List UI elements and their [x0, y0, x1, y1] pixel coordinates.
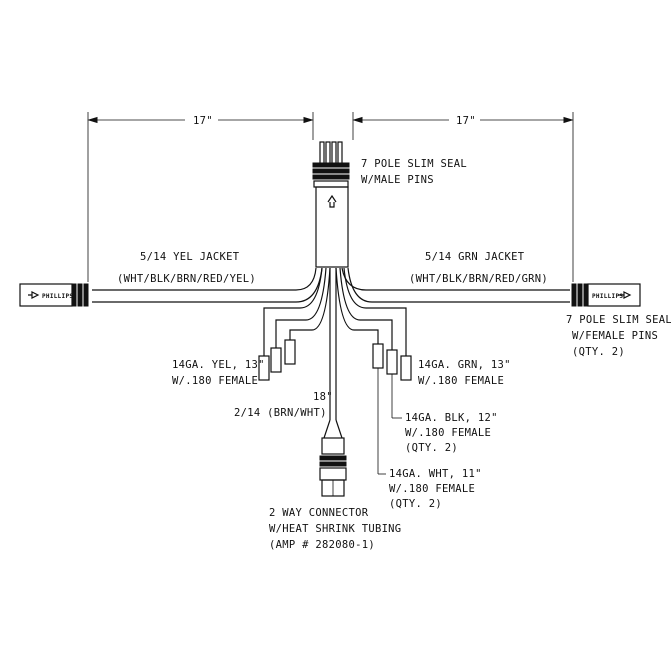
right-branch-wires	[335, 267, 407, 356]
grn-terminal-label-1: 14GA. GRN, 13"	[418, 359, 511, 371]
blk-terminal-label-2: W/.180 FEMALE	[405, 427, 491, 439]
yel-terminal-label-2: W/.180 FEMALE	[172, 375, 258, 387]
female-plug-label-2: W/FEMALE PINS	[572, 330, 658, 342]
left-jacket-label-2: (WHT/BLK/BRN/RED/YEL)	[117, 273, 256, 285]
right-jacket-wire	[341, 267, 570, 303]
two-way-connector	[319, 437, 347, 497]
right-plug-text: PHILLIPS	[592, 293, 623, 300]
center-lead-dimension: 18"	[313, 391, 333, 403]
female-plug-label-1: 7 POLE SLIM SEAL	[566, 314, 671, 326]
top-connector-label-2: W/MALE PINS	[361, 174, 434, 186]
right-female-plug: PHILLIPS	[571, 283, 641, 307]
top-connector-label-1: 7 POLE SLIM SEAL	[361, 158, 467, 170]
two-way-label-1: 2 WAY CONNECTOR	[269, 507, 369, 519]
female-plug-label-3: (QTY. 2)	[572, 346, 625, 358]
right-jacket-label-1: 5/14 GRN JACKET	[425, 251, 525, 263]
left-plug-text: PHILLIPS	[42, 293, 73, 300]
grn-terminal-label-2: W/.180 FEMALE	[418, 375, 504, 387]
center-lead-wire	[323, 268, 343, 439]
blk-leader	[391, 374, 402, 419]
blk-terminal-label-3: (QTY. 2)	[405, 442, 458, 454]
dimension-right-label: 17"	[456, 115, 476, 127]
wht-terminal-label-1: 14GA. WHT, 11"	[389, 468, 482, 480]
dimension-left-label: 17"	[193, 115, 213, 127]
center-wire-label: 2/14 (BRN/WHT)	[234, 407, 327, 419]
left-terminals	[258, 339, 296, 381]
yel-terminal-label-1: 14GA. YEL, 13"	[172, 359, 265, 371]
left-jacket-label-1: 5/14 YEL JACKET	[140, 251, 240, 263]
two-way-label-3: (AMP # 282080-1)	[269, 539, 375, 551]
wht-terminal-label-3: (QTY. 2)	[389, 498, 442, 510]
dimension-left: 17"	[87, 112, 314, 282]
right-jacket-label-2: (WHT/BLK/BRN/RED/GRN)	[409, 273, 548, 285]
left-female-plug: PHILLIPS	[19, 283, 89, 307]
two-way-label-2: W/HEAT SHRINK TUBING	[269, 523, 401, 535]
dimension-right: 17"	[352, 112, 574, 282]
top-connector-male	[312, 141, 350, 268]
wht-leader	[377, 368, 386, 475]
left-branch-wires	[263, 267, 331, 356]
wht-terminal-label-2: W/.180 FEMALE	[389, 483, 475, 495]
blk-terminal-label-1: 14GA. BLK, 12"	[405, 412, 498, 424]
